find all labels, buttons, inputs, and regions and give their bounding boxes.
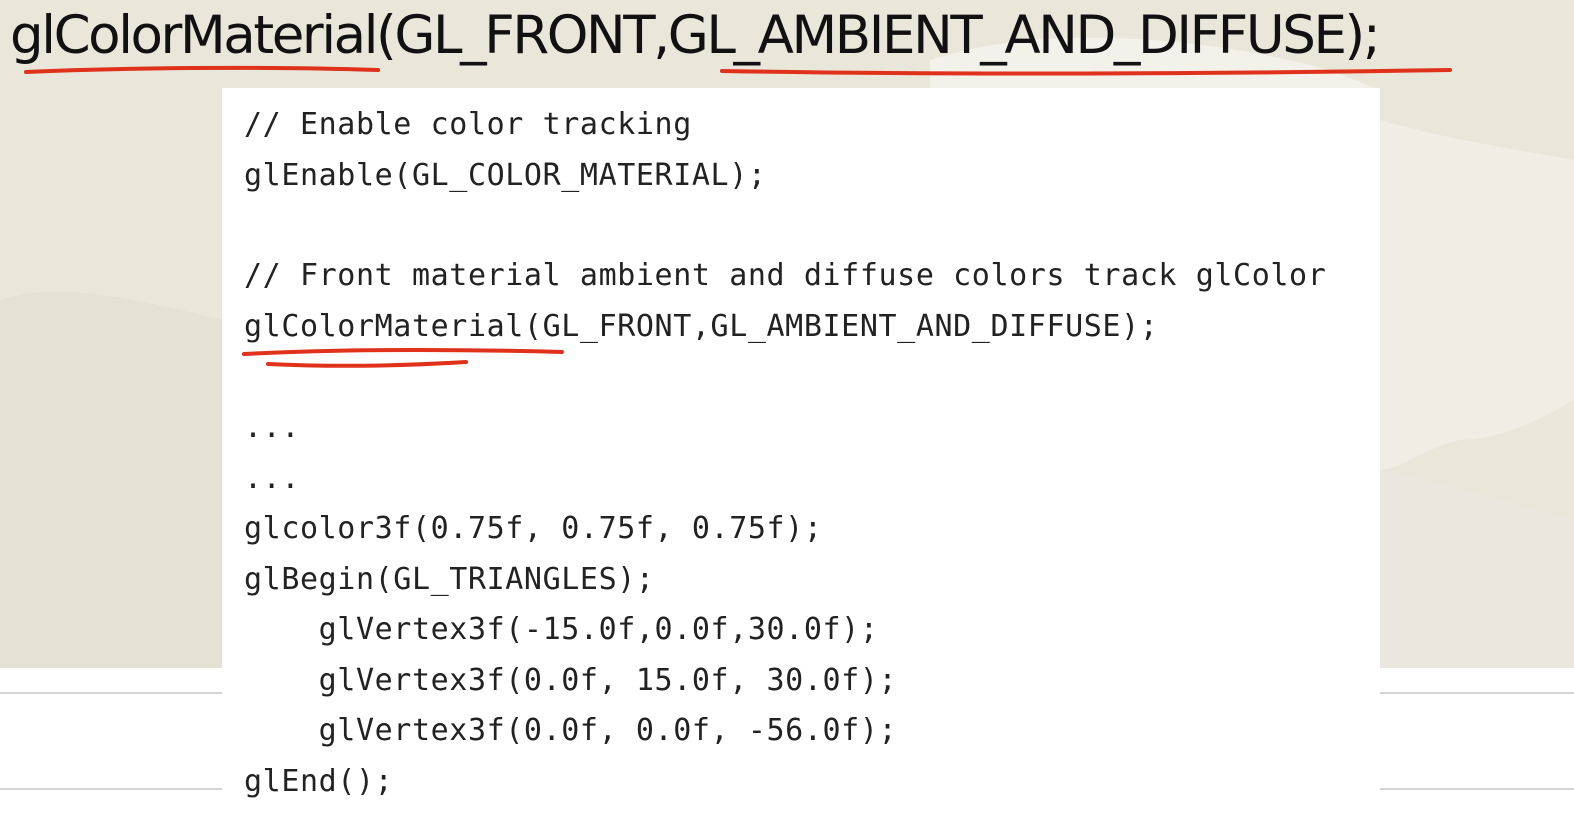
code-line-comment-front-material: // Front material ambient and diffuse co… [244, 258, 1327, 293]
slide-title: glColorMaterial(GL_FRONT,GL_AMBIENT_AND_… [10, 5, 1381, 66]
code-line-comment-enable: // Enable color tracking [244, 107, 692, 142]
code-snippet-image: // Enable color tracking glEnable(GL_COL… [222, 88, 1380, 822]
code-line-gl-begin: glBegin(GL_TRIANGLES); [244, 562, 655, 597]
code-line-gl-color-material: glColorMaterial(GL_FRONT,GL_AMBIENT_AND_… [244, 309, 1159, 344]
code-line-ellipsis: ... [244, 410, 300, 445]
code-line-gl-vertex-3: glVertex3f(0.0f, 0.0f, -56.0f); [244, 713, 898, 748]
code-line-gl-enable: glEnable(GL_COLOR_MATERIAL); [244, 158, 767, 193]
code-line-gl-color3f: glcolor3f(0.75f, 0.75f, 0.75f); [244, 511, 823, 546]
code-line-gl-vertex-1: glVertex3f(-15.0f,0.0f,30.0f); [244, 612, 879, 647]
code-line-ellipsis: ... [244, 461, 300, 496]
code-line-gl-end: glEnd(); [244, 764, 394, 799]
code-line-gl-vertex-2: glVertex3f(0.0f, 15.0f, 30.0f); [244, 663, 898, 698]
